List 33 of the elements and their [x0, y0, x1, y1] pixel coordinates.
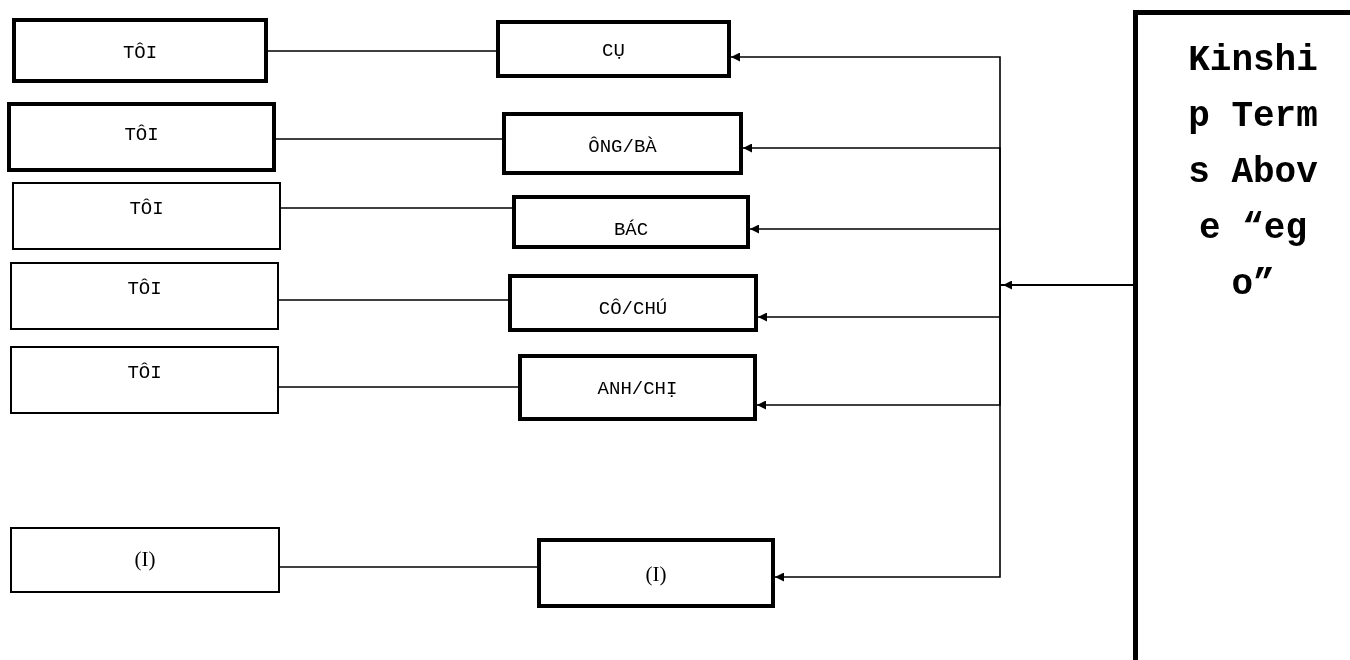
panel-title: Kinship Terms Above “ego”: [1187, 39, 1319, 307]
term-box: [12, 182, 281, 250]
term-box: [12, 18, 268, 83]
term-box: [10, 262, 279, 330]
term-box: [10, 346, 279, 414]
connector-line: [278, 299, 509, 301]
connector-line: [275, 138, 503, 140]
term-box: [518, 354, 757, 421]
term-label: ÔNG/BÀ: [587, 136, 658, 158]
term-box: [10, 527, 280, 593]
arrow: [1002, 280, 1134, 290]
term-box: [512, 195, 750, 249]
term-label: CÔ/CHÚ: [597, 298, 669, 320]
term-label: BÁC: [612, 219, 650, 241]
term-label: TÔI: [123, 124, 160, 146]
term-label: TÔI: [126, 278, 163, 300]
connector-line: [278, 386, 519, 388]
term-box: [537, 538, 775, 608]
term-box: [502, 112, 743, 175]
term-label: (I): [133, 547, 157, 572]
title-panel: [1133, 10, 1350, 660]
term-label: TÔI: [121, 42, 159, 64]
connector-line: [280, 207, 513, 209]
term-box: [496, 20, 731, 78]
connector-line: [267, 50, 497, 52]
term-box: [508, 274, 758, 332]
term-label: TÔI: [126, 362, 163, 384]
term-box: [7, 102, 276, 172]
term-label: (I): [644, 562, 668, 587]
term-label: TÔI: [128, 198, 165, 220]
term-label: CỤ: [601, 40, 626, 62]
term-label: ANH/CHỊ: [596, 378, 679, 400]
connector-line: [279, 566, 538, 568]
